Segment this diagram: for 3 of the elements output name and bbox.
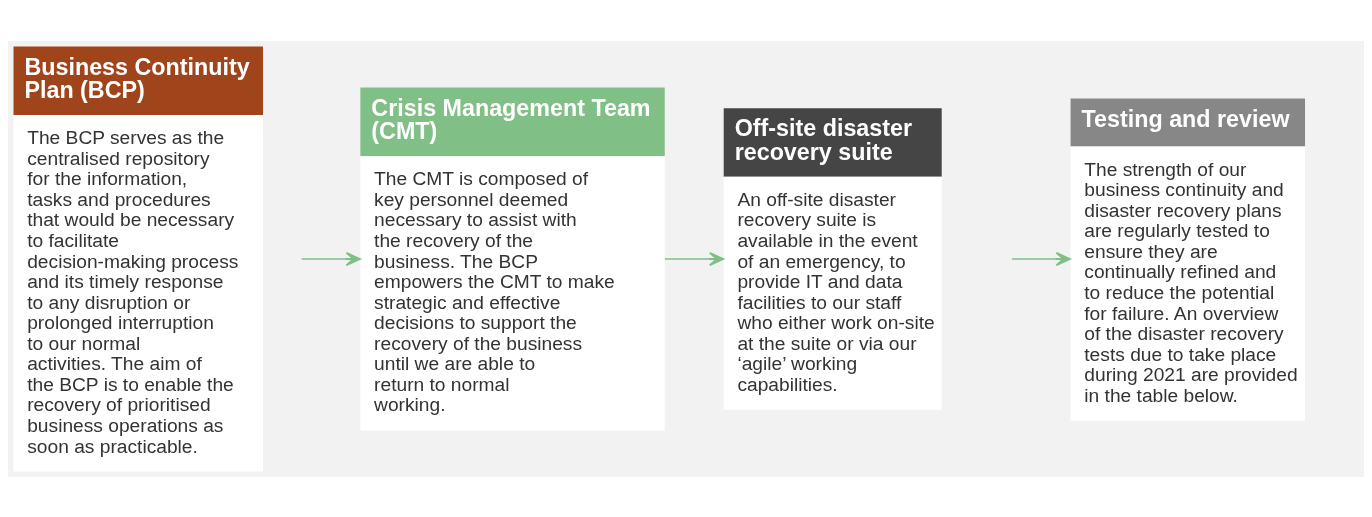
arrow [300, 251, 361, 266]
arrow [1011, 251, 1071, 266]
arrow [664, 251, 725, 266]
